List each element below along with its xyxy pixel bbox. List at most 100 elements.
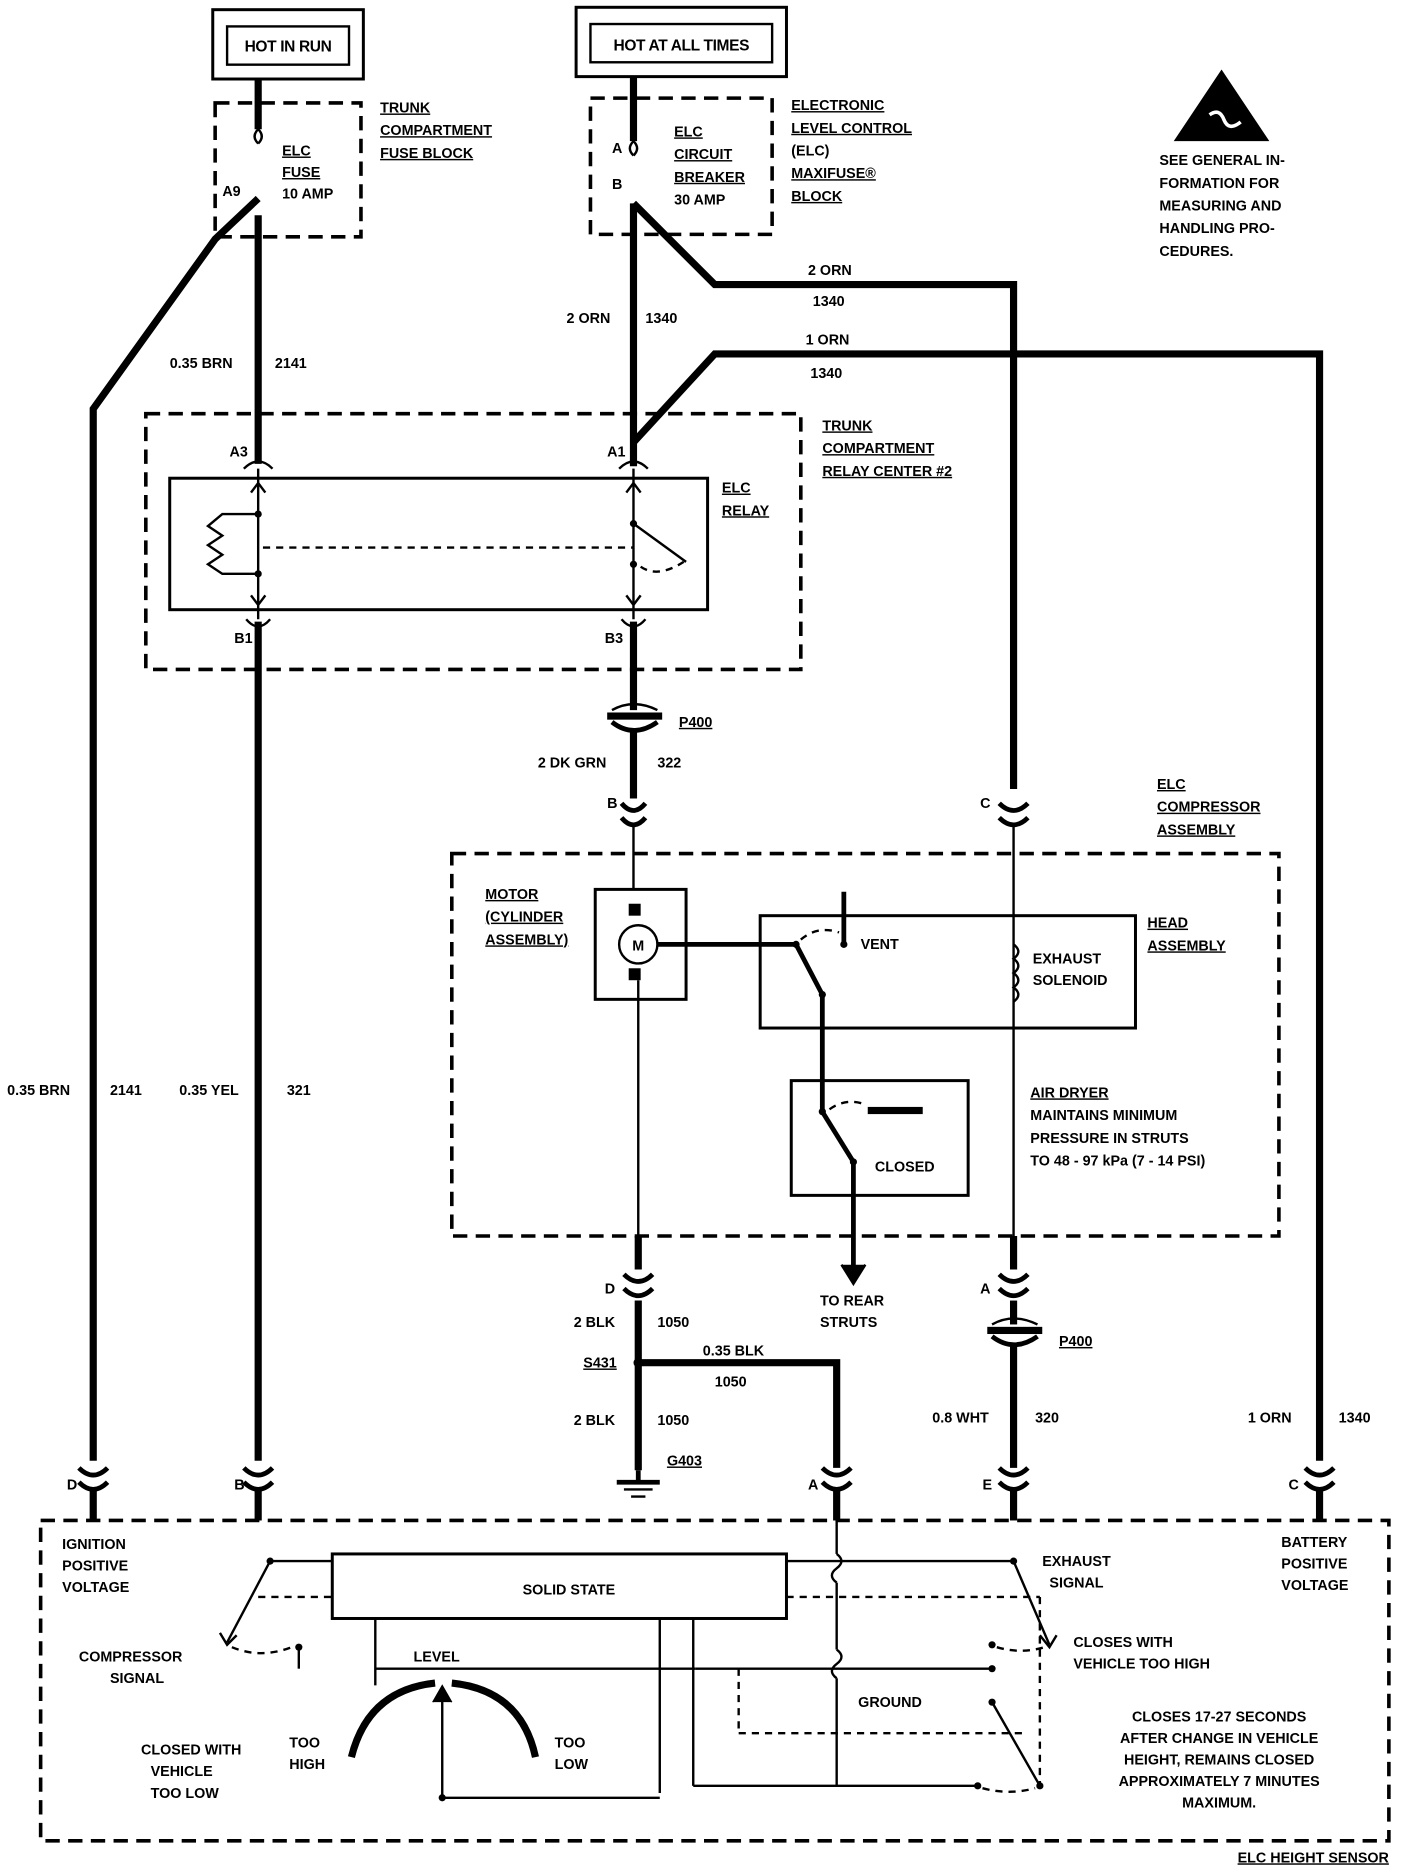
splice-s431-label: S431: [583, 1355, 616, 1371]
closes-timer-label-1: CLOSES 17-27 SECONDS: [1132, 1709, 1306, 1725]
hot-in-run-label: HOT IN RUN: [245, 39, 332, 56]
compressor-terminal-d: D: [605, 1281, 615, 1297]
relay-terminal-b3: B3: [605, 631, 623, 647]
breaker-label-4: 30 AMP: [674, 193, 726, 209]
air-dryer-label-3: PRESSURE IN STRUTS: [1030, 1131, 1188, 1147]
fuse-block-title-3: FUSE BLOCK: [380, 146, 474, 162]
circuit-2141-label-b: 2141: [110, 1083, 142, 1099]
wire-035blk-label: 0.35 BLK: [703, 1344, 765, 1360]
sensor-connector-a: A: [808, 1466, 853, 1521]
air-dryer-label-4: TO 48 - 97 kPa (7 - 14 PSI): [1030, 1153, 1205, 1169]
head-label-1: HEAD: [1147, 916, 1188, 932]
wire-1orn-label-b: 1 ORN: [1248, 1410, 1292, 1426]
motor-label-2: (CYLINDER: [485, 910, 564, 926]
circuit-2141-label: 2141: [275, 356, 307, 372]
solid-state-label: SOLID STATE: [523, 1583, 616, 1599]
circuit-320-label: 320: [1035, 1410, 1059, 1426]
vent-label: VENT: [861, 937, 899, 953]
wire-2blk-label-b: 2 BLK: [574, 1413, 616, 1429]
p400-label-lower: P400: [1059, 1334, 1092, 1350]
closes-timer-label-4: APPROXIMATELY 7 MINUTES: [1119, 1774, 1320, 1790]
compressor-title-2: COMPRESSOR: [1157, 800, 1261, 816]
compressor-terminal-c: C: [980, 796, 990, 812]
sensor-connector-e: E: [982, 1466, 1030, 1521]
fuse-icon: [253, 127, 263, 145]
sensor-connector-c: C: [1288, 1466, 1336, 1521]
compressor-title-1: ELC: [1157, 777, 1186, 793]
svg-text:A: A: [808, 1477, 818, 1493]
to-rear-struts-label-2: STRUTS: [820, 1315, 877, 1331]
circuit-1050-label-c: 1050: [657, 1413, 689, 1429]
ground-g403-label: G403: [667, 1453, 702, 1469]
sensor-connector-d: D: [67, 1466, 110, 1521]
relay-label-1: ELC: [722, 481, 751, 497]
breaker-label-1: ELC: [674, 124, 703, 140]
closes-timer-label-2: AFTER CHANGE IN VEHICLE: [1120, 1731, 1318, 1747]
p400-label-upper: P400: [679, 715, 712, 731]
breaker-terminal-a: A: [612, 141, 622, 157]
maxifuse-title-2: LEVEL CONTROL: [791, 121, 912, 137]
closes-high-label-1: CLOSES WITH: [1073, 1635, 1173, 1651]
compressor-title-3: ASSEMBLY: [1157, 822, 1236, 838]
maxifuse-block: A B ELC CIRCUIT BREAKER 30 AMP ELECTRONI…: [588, 96, 912, 237]
elc-compressor-assembly: ELC COMPRESSOR ASSEMBLY B C MOTOR (CYLIN…: [450, 777, 1281, 1331]
solid-state-box: [330, 1552, 788, 1620]
wire-035yel-label: 0.35 YEL: [179, 1083, 239, 1099]
svg-text:D: D: [67, 1477, 77, 1493]
esd-warning: SEE GENERAL IN- FORMATION FOR MEASURING …: [1159, 69, 1285, 260]
closes-timer-label-5: MAXIMUM.: [1182, 1795, 1256, 1811]
exhaust-signal-label-2: SIGNAL: [1049, 1575, 1103, 1591]
relay-coil-icon: [205, 512, 259, 576]
motor-label-1: MOTOR: [485, 887, 539, 903]
compressor-signal-label-2: SIGNAL: [110, 1671, 164, 1687]
head-assembly-box: [758, 914, 1137, 1030]
circuit-1340-label-c: 1340: [810, 366, 842, 382]
to-rear-struts-label-1: TO REAR: [820, 1293, 885, 1309]
circuit-1340-label-a: 1340: [645, 311, 677, 327]
fuse-label-1: ELC: [282, 144, 311, 160]
ignition-label-2: POSITIVE: [62, 1559, 128, 1575]
wire-2orn-label-a: 2 ORN: [567, 311, 611, 327]
closes-timer-label-3: HEIGHT, REMAINS CLOSED: [1124, 1752, 1314, 1768]
warning-text-5: CEDURES.: [1159, 244, 1233, 260]
too-high-label-1: TOO: [289, 1736, 320, 1752]
too-low-label-2: LOW: [555, 1757, 589, 1773]
wire-1340-battery: [630, 350, 1324, 1461]
relay-terminal-a1: A1: [607, 445, 625, 461]
fuse-terminal-a9: A9: [222, 184, 240, 200]
warning-text-1: SEE GENERAL IN-: [1159, 153, 1285, 169]
motor-label-3: ASSEMBLY): [485, 932, 568, 948]
height-sensor-title: ELC HEIGHT SENSOR: [1238, 1850, 1390, 1866]
relay-label-2: RELAY: [722, 503, 770, 519]
fuse-label-2: FUSE: [282, 165, 320, 181]
svg-text:C: C: [1288, 1477, 1298, 1493]
breaker-label-2: CIRCUIT: [674, 147, 732, 163]
esd-warning-icon: [1173, 69, 1270, 142]
battery-label-1: BATTERY: [1281, 1535, 1348, 1551]
circuit-1050-label-a: 1050: [657, 1315, 689, 1331]
circuit-1050-label-b: 1050: [715, 1375, 747, 1391]
fuse-block-title-1: TRUNK: [380, 100, 431, 116]
sensor-ground-label: GROUND: [858, 1695, 922, 1711]
maxifuse-title-3: (ELC): [791, 144, 829, 160]
exhaust-solenoid-icon: [1011, 943, 1020, 1003]
battery-label-2: POSITIVE: [1281, 1556, 1347, 1572]
motor-m-label: M: [632, 938, 644, 954]
ignition-label-1: IGNITION: [62, 1537, 126, 1553]
circuit-breaker-icon: [628, 139, 639, 157]
compressor-terminal-a: A: [980, 1281, 990, 1297]
air-dryer-box: [789, 1079, 970, 1197]
relay-center-title-1: TRUNK: [822, 418, 873, 434]
compressor-terminal-b: B: [607, 796, 617, 812]
air-dryer-label-2: MAINTAINS MINIMUM: [1030, 1108, 1177, 1124]
relay-center-title-2: COMPARTMENT: [822, 441, 934, 457]
breaker-label-3: BREAKER: [674, 170, 746, 186]
level-too-low-arc: [451, 1679, 539, 1758]
circuit-1340-label-d: 1340: [1339, 1410, 1371, 1426]
compressor-signal-label-1: COMPRESSOR: [79, 1650, 183, 1666]
wire-08wht-label: 0.8 WHT: [932, 1410, 989, 1426]
elc-relay: [168, 476, 710, 612]
circuit-322-label: 322: [657, 755, 681, 771]
relay-center-title-3: RELAY CENTER #2: [822, 464, 952, 480]
